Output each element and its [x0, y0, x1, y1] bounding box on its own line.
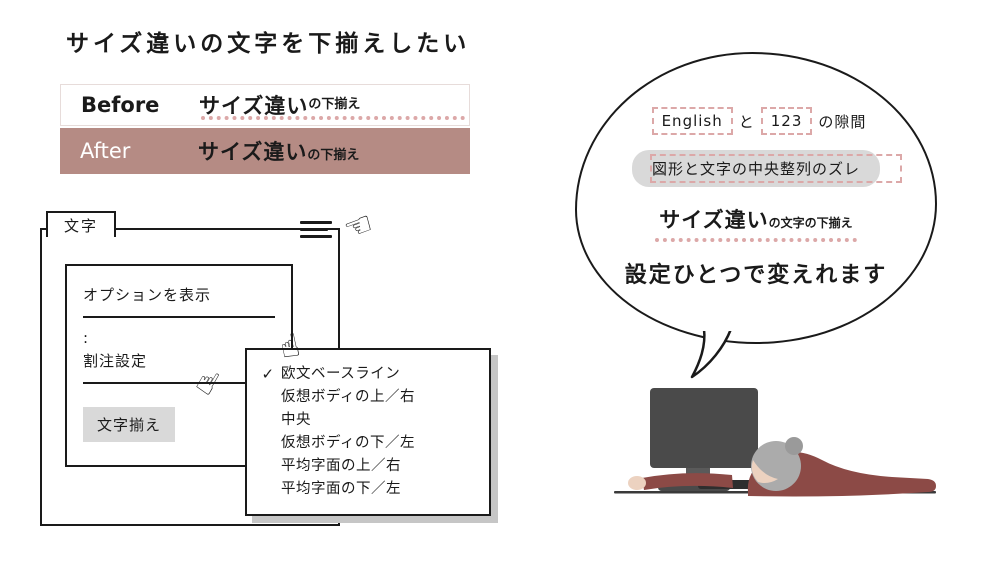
- checkmark-icon: ✓: [261, 365, 275, 383]
- person-hair-bun: [785, 437, 803, 455]
- speech-bubble: English と 123 の隙間 図形と文字の中央整列のズレ サイズ違いの文字…: [575, 52, 937, 344]
- hamburger-menu-icon[interactable]: [300, 217, 332, 242]
- issue-english-number-gap: English と 123 の隙間: [646, 107, 867, 135]
- issue-shape-text-alignment: 図形と文字の中央整列のズレ: [631, 150, 902, 187]
- person-arm: [642, 473, 733, 490]
- menu-separator: [83, 382, 275, 384]
- dashed-selection-box: 123: [760, 107, 813, 135]
- menu-item-show-options[interactable]: オプションを表示: [83, 286, 212, 304]
- tab-character[interactable]: 文字: [46, 211, 117, 239]
- before-after-comparison: Before サイズ違いの下揃え After サイズ違いの下揃え: [60, 84, 470, 174]
- pointing-hand-icon: ☜: [338, 203, 379, 249]
- tired-person-illustration: [614, 388, 936, 497]
- after-row: After サイズ違いの下揃え: [60, 128, 470, 174]
- submenu-item-icf-top-right[interactable]: 平均字面の上／右: [281, 458, 401, 474]
- before-sample-text: サイズ違いの下揃え: [199, 94, 361, 118]
- page-title: サイズ違いの文字を下揃えしたい: [66, 31, 471, 57]
- submenu-item-embox-top-right[interactable]: 仮想ボディの上／右: [281, 389, 415, 405]
- issue-size-difference-alignment: サイズ違いの文字の下揃え: [655, 204, 857, 242]
- person-face: [751, 460, 778, 483]
- before-row: Before サイズ違いの下揃え: [60, 84, 470, 126]
- speech-bubble-tail: [690, 326, 736, 379]
- menu-item-ellipsis: :: [83, 329, 90, 347]
- bubble-conclusion: 設定ひとつで変えれます: [624, 263, 888, 288]
- menu-separator: [83, 316, 275, 318]
- submenu-item-icf-bottom-left[interactable]: 平均字面の下／左: [281, 481, 401, 497]
- menu-item-warichu-settings[interactable]: 割注設定: [83, 352, 148, 370]
- dashed-selection-box: English: [651, 107, 733, 135]
- gray-pill: 図形と文字の中央整列のズレ: [631, 150, 880, 187]
- character-panel: 文字 オプションを表示 : 割注設定 文字揃え: [40, 211, 340, 526]
- monitor: [650, 388, 758, 468]
- menu-item-character-alignment[interactable]: 文字揃え: [83, 407, 176, 442]
- before-label: Before: [81, 93, 160, 117]
- alignment-submenu: ✓ 欧文ベースライン 仮想ボディの上／右 中央 仮想ボディの下／左 平均字面の上…: [245, 348, 491, 516]
- after-sample-text: サイズ違いの下揃え: [198, 140, 360, 164]
- submenu-item-center[interactable]: 中央: [281, 412, 311, 428]
- after-label: After: [80, 139, 131, 163]
- submenu-item-roman-baseline[interactable]: ✓ 欧文ベースライン: [255, 363, 477, 386]
- baseline-dotted-indicator: [201, 116, 465, 120]
- person-hand: [628, 476, 646, 490]
- submenu-item-embox-bottom-left[interactable]: 仮想ボディの下／左: [281, 435, 415, 451]
